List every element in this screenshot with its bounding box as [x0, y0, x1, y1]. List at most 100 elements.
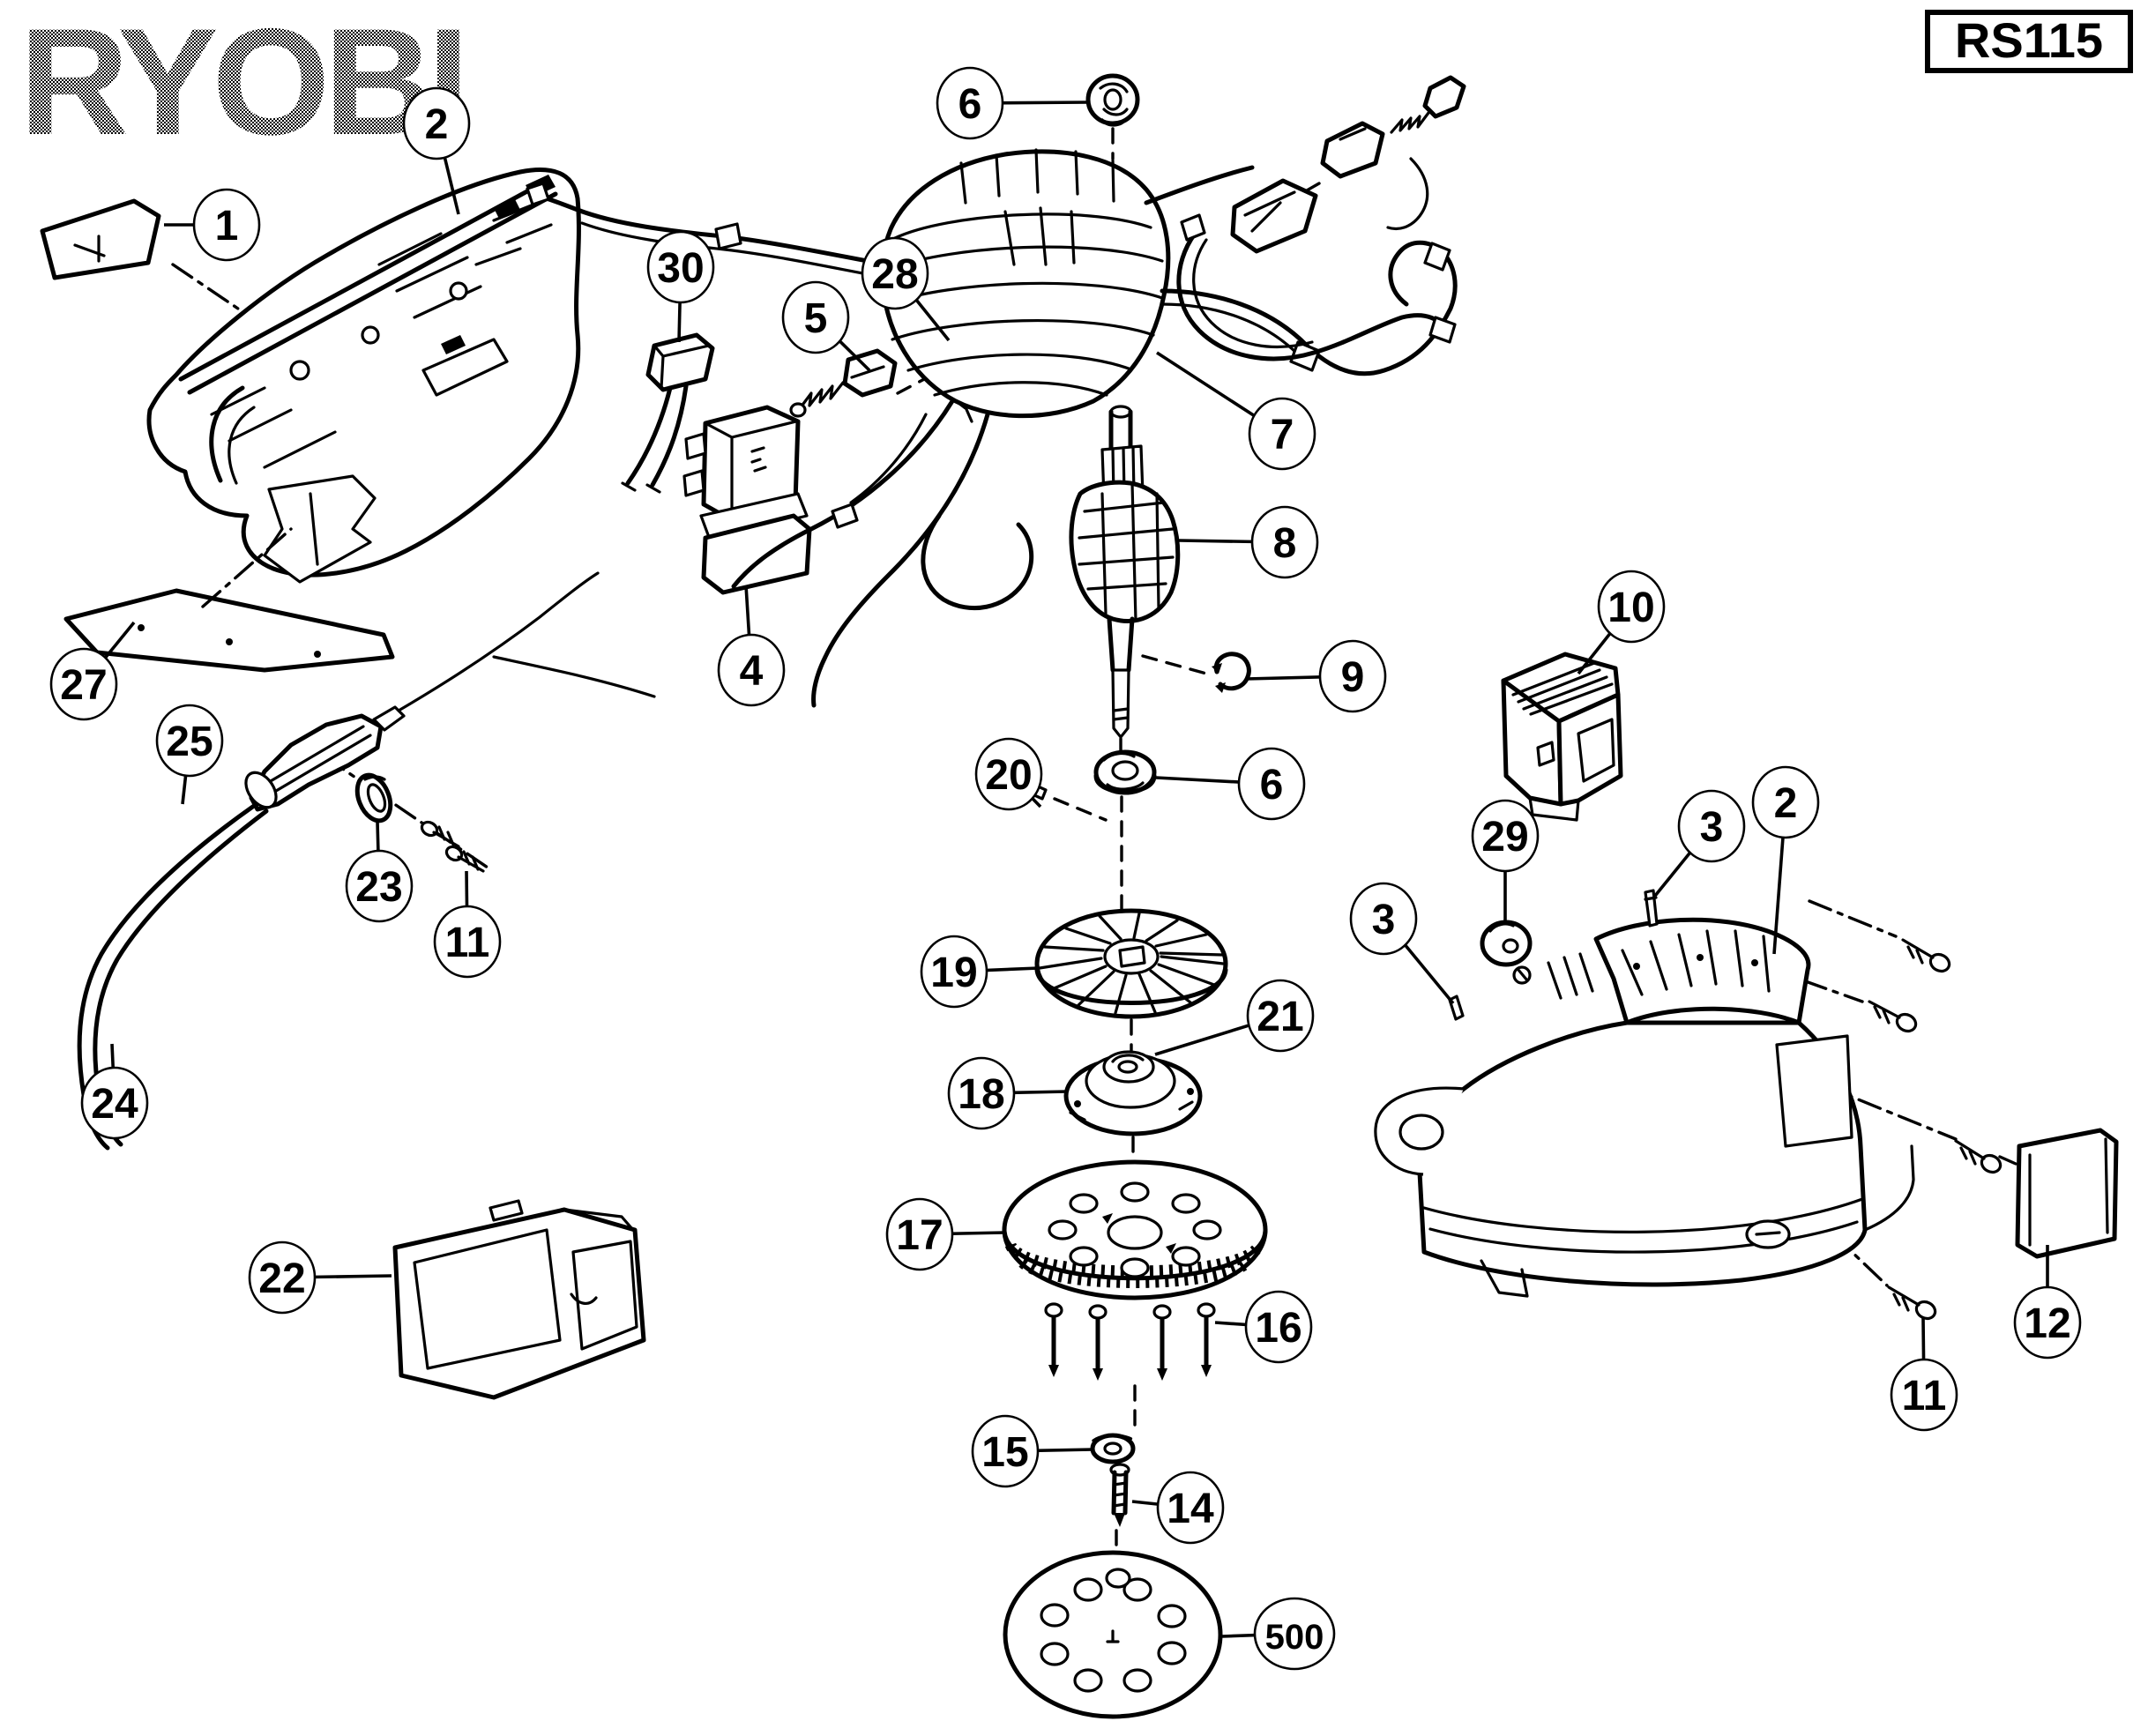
callout-28[interactable]: 28 — [861, 236, 951, 342]
callout-7[interactable]: 7 — [1156, 351, 1316, 471]
callout-number: 1 — [215, 203, 239, 250]
backing-pad-part — [1002, 1159, 1268, 1381]
callout-2-left[interactable]: 2 — [402, 86, 471, 215]
callout-27[interactable]: 27 — [49, 621, 136, 721]
screws-left-part — [420, 820, 485, 873]
callout-balloon[interactable] — [781, 280, 850, 354]
stator-part — [526, 148, 1458, 708]
callout-balloon[interactable] — [1237, 747, 1306, 821]
sanding-disc-part — [1003, 1550, 1223, 1719]
callout-balloon[interactable] — [345, 849, 414, 923]
callout-balloon[interactable] — [936, 66, 1004, 140]
callout-number: 7 — [1271, 412, 1294, 458]
callout-22[interactable]: 22 — [248, 1241, 392, 1315]
callout-balloon[interactable] — [1246, 979, 1315, 1053]
callout-balloon[interactable] — [1597, 570, 1666, 644]
callout-number: 16 — [1255, 1305, 1301, 1352]
callout-balloon[interactable] — [1250, 505, 1319, 579]
callout-number: 11 — [445, 920, 490, 966]
callout-balloon[interactable] — [1253, 1597, 1336, 1671]
callout-16[interactable]: 16 — [1214, 1290, 1313, 1364]
callout-8[interactable]: 8 — [1178, 505, 1319, 579]
callout-number: 6 — [1260, 762, 1284, 808]
callout-number: 500 — [1265, 1618, 1324, 1657]
fan-part — [1034, 908, 1228, 1019]
callout-balloon[interactable] — [646, 230, 715, 304]
callout-balloon[interactable] — [1248, 397, 1316, 471]
callout-500[interactable]: 500 — [1221, 1597, 1336, 1671]
callout-3-right[interactable]: 3 — [1653, 789, 1746, 898]
dust-canister-part — [1501, 652, 1623, 822]
callout-10[interactable]: 10 — [1577, 570, 1666, 675]
callout-balloon[interactable] — [920, 935, 988, 1009]
callout-number: 3 — [1372, 897, 1396, 943]
callout-11-right[interactable]: 11 — [1890, 1316, 1958, 1432]
callout-balloon[interactable] — [1244, 1290, 1313, 1364]
callout-4[interactable]: 4 — [717, 585, 786, 707]
armature-part — [1069, 405, 1181, 739]
callout-5[interactable]: 5 — [781, 280, 871, 372]
callout-19[interactable]: 19 — [920, 935, 1040, 1009]
bearing-seat-part — [1063, 1050, 1203, 1136]
callout-balloon[interactable] — [1471, 799, 1540, 873]
callout-balloon[interactable] — [717, 633, 786, 707]
callout-29[interactable]: 29 — [1471, 799, 1540, 922]
callout-number: 25 — [166, 719, 213, 765]
callout-23[interactable]: 23 — [345, 821, 414, 923]
callout-balloon[interactable] — [49, 647, 118, 721]
callout-balloon[interactable] — [861, 236, 929, 310]
callout-balloon[interactable] — [974, 737, 1043, 811]
callout-15[interactable]: 15 — [971, 1414, 1094, 1488]
bearing-lower-part — [1093, 749, 1157, 795]
callout-25[interactable]: 25 — [155, 704, 224, 805]
callout-balloon[interactable] — [2013, 1285, 2082, 1360]
callout-number: 14 — [1167, 1486, 1214, 1532]
screw-part-14 — [1109, 1463, 1130, 1527]
callout-balloon[interactable] — [1156, 1471, 1225, 1545]
callout-20[interactable]: 20 — [974, 737, 1043, 811]
callout-11-left[interactable]: 11 — [433, 870, 502, 979]
callout-17[interactable]: 17 — [885, 1197, 1006, 1271]
callout-6-top[interactable]: 6 — [936, 66, 1090, 140]
callout-number: 27 — [60, 662, 107, 709]
callout-14[interactable]: 14 — [1131, 1471, 1225, 1545]
callout-balloon[interactable] — [885, 1197, 954, 1271]
callout-24[interactable]: 24 — [80, 1043, 149, 1140]
callout-balloon[interactable] — [402, 86, 471, 160]
callout-21[interactable]: 21 — [1154, 979, 1315, 1056]
callout-balloon[interactable] — [80, 1066, 149, 1140]
callout-number: 4 — [740, 648, 764, 695]
callout-30[interactable]: 30 — [646, 230, 715, 343]
callout-number: 5 — [804, 295, 828, 342]
callout-12[interactable]: 12 — [2013, 1245, 2082, 1360]
callout-balloon[interactable] — [248, 1241, 317, 1315]
callout-balloon[interactable] — [192, 188, 261, 262]
callout-balloon[interactable] — [947, 1056, 1016, 1130]
callout-number: 6 — [958, 81, 982, 128]
callout-number: 20 — [985, 752, 1032, 799]
callout-2-right[interactable]: 2 — [1751, 765, 1820, 955]
callout-18[interactable]: 18 — [947, 1056, 1069, 1130]
callout-3-left[interactable]: 3 — [1349, 882, 1455, 1005]
callout-number: 2 — [1774, 780, 1798, 827]
washer-part-29 — [1480, 920, 1533, 967]
cord-clamp-part — [621, 332, 715, 494]
callout-9[interactable]: 9 — [1245, 639, 1387, 713]
ryobi-logo: RYOBI — [19, 0, 463, 167]
callout-balloon[interactable] — [155, 704, 224, 778]
callout-number: 12 — [2024, 1300, 2070, 1347]
callout-balloon[interactable] — [1318, 639, 1387, 713]
callout-balloon[interactable] — [1890, 1358, 1958, 1432]
callout-1[interactable]: 1 — [164, 188, 261, 262]
callout-balloon[interactable] — [433, 905, 502, 979]
callout-number: 2 — [425, 101, 449, 148]
callout-balloon[interactable] — [1751, 765, 1820, 839]
callout-balloon[interactable] — [971, 1414, 1040, 1488]
callout-balloon[interactable] — [1677, 789, 1746, 863]
left-housing-assembly-part — [146, 168, 581, 584]
callout-balloon[interactable] — [1349, 882, 1418, 956]
callout-number: 18 — [958, 1071, 1004, 1118]
callout-number: 19 — [930, 950, 977, 996]
callout-6-mid[interactable]: 6 — [1155, 747, 1306, 821]
callout-number: 30 — [657, 245, 704, 292]
